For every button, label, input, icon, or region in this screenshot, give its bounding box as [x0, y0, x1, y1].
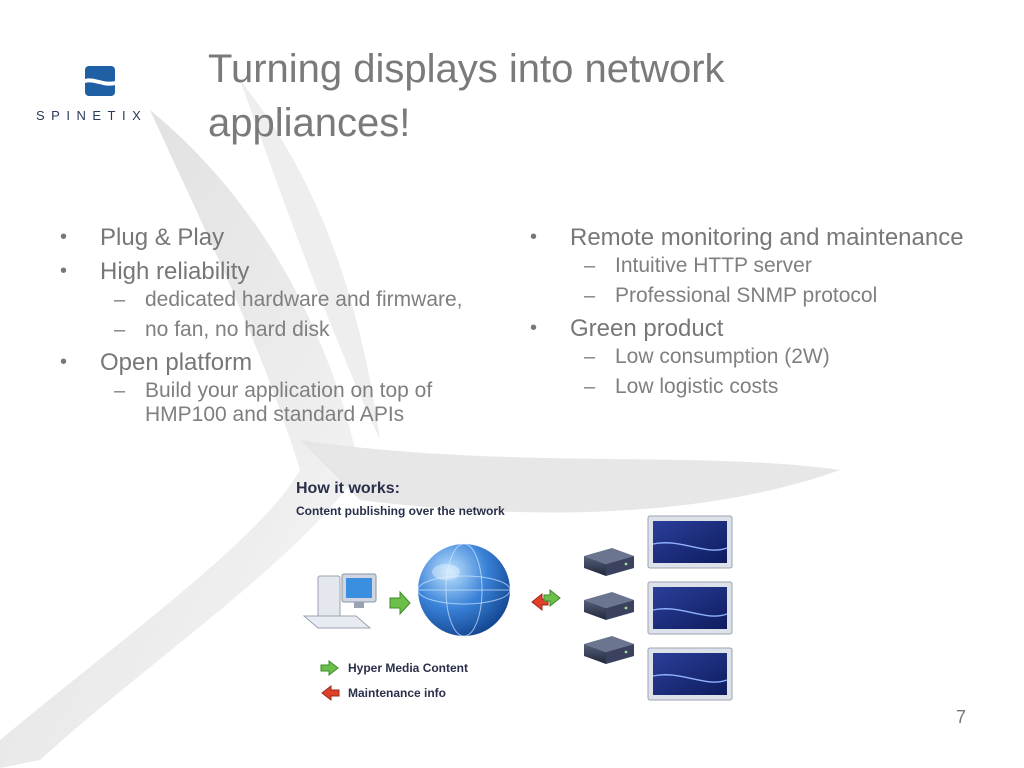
bullet-marker: •: [60, 260, 68, 282]
bullet-text: High reliability: [100, 258, 250, 285]
dash-marker: –: [584, 285, 596, 307]
sub-bullet-item: – dedicated hardware and firmware,: [58, 288, 498, 312]
dash-marker: –: [114, 289, 126, 311]
legend-label: Maintenance info: [348, 686, 447, 700]
media-player-icon: [584, 636, 634, 664]
green-arrow-icon: [320, 660, 339, 676]
diagram-graphic: [302, 515, 733, 701]
sub-bullet-item: – Professional SNMP protocol: [528, 284, 968, 308]
red-arrow-icon: [321, 685, 340, 701]
slide-title: Turning displays into network appliances…: [208, 47, 725, 145]
media-player-icon: [584, 592, 634, 620]
sub-bullet-item: – Intuitive HTTP server: [528, 254, 968, 278]
green-arrow-icon: [389, 590, 411, 616]
page-number: 7: [955, 707, 966, 727]
spinetix-logo-icon: [85, 66, 115, 96]
content-arrow-icon: [543, 588, 561, 608]
bullet-item: • Green product – Low consumption (2W) –…: [528, 315, 968, 399]
bullet-item: • Remote monitoring and maintenance – In…: [528, 224, 968, 308]
media-player-icon: [584, 548, 634, 576]
right-bullet-column: • Remote monitoring and maintenance – In…: [528, 224, 968, 406]
brand-logo: SPINETIX: [30, 62, 170, 132]
bullet-text: Green product: [570, 315, 724, 342]
sub-bullet-text: Intuitive HTTP server: [615, 254, 812, 277]
brand-name: SPINETIX: [36, 108, 148, 123]
sub-bullet-item: – no fan, no hard disk: [58, 318, 498, 342]
diagram-title: How it works:: [296, 480, 401, 497]
bullet-marker: •: [530, 226, 538, 248]
globe-icon: [417, 543, 511, 637]
diagram-subtitle: Content publishing over the network: [296, 504, 505, 518]
legend-label: Hyper Media Content: [348, 661, 469, 675]
sub-bullet-text: Low consumption (2W): [615, 345, 830, 368]
bullet-text: Plug & Play: [100, 224, 225, 251]
sub-bullet-item: – Low logistic costs: [528, 375, 968, 399]
bullet-text: Open platform: [100, 349, 253, 376]
sub-bullet-text: dedicated hardware and firmware,: [145, 288, 463, 311]
sub-bullet-text: Professional SNMP protocol: [615, 284, 878, 307]
sub-bullet-text: Low logistic costs: [615, 375, 779, 398]
dash-marker: –: [114, 319, 126, 341]
bullet-marker: •: [60, 351, 68, 373]
bullet-marker: •: [60, 226, 68, 248]
bullet-item: • Plug & Play: [58, 224, 498, 251]
display-screen-icon: [647, 581, 733, 635]
bullet-item: • High reliability – dedicated hardware …: [58, 258, 498, 342]
dash-marker: –: [584, 346, 596, 368]
sub-bullet-text: no fan, no hard disk: [145, 318, 330, 341]
sub-bullet-item: – Build your application on top of HMP10…: [58, 379, 498, 427]
display-screen-icon: [647, 647, 733, 701]
bullet-item: • Open platform – Build your application…: [58, 349, 498, 427]
bullet-text: Remote monitoring and maintenance: [570, 224, 964, 251]
bullet-marker: •: [530, 317, 538, 339]
dash-marker: –: [114, 380, 126, 402]
dash-marker: –: [584, 376, 596, 398]
computer-icon: [302, 573, 377, 629]
sub-bullet-item: – Low consumption (2W): [528, 345, 968, 369]
dash-marker: –: [584, 255, 596, 277]
display-screen-icon: [647, 515, 733, 569]
sub-bullet-text: Build your application on top of HMP100 …: [145, 379, 433, 426]
maintenance-arrow-icon: [531, 592, 549, 612]
left-bullet-column: • Plug & Play • High reliability – dedic…: [58, 224, 498, 434]
how-it-works-diagram: How it works: Content publishing over th…: [296, 478, 746, 708]
